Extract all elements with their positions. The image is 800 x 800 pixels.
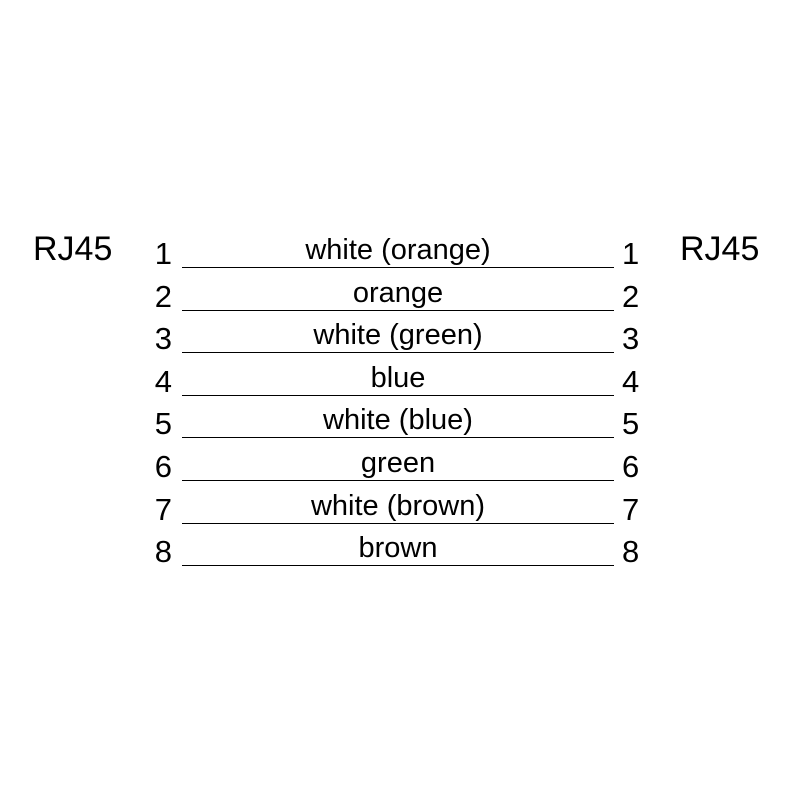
left-pin-number: 6 <box>154 449 172 484</box>
right-pin-number: 5 <box>622 406 640 442</box>
right-pin-number: 4 <box>622 363 640 399</box>
wire-line <box>182 480 614 481</box>
wire-color-label: white (brown) <box>310 489 486 522</box>
wire-color-label: white (blue) <box>323 404 473 437</box>
wire-line <box>182 522 614 524</box>
left-pin-number: 3 <box>154 321 172 357</box>
wire-color-label: green <box>360 447 436 479</box>
wire-color-label: blue <box>370 361 426 394</box>
left-connector-label: RJ45 <box>33 230 113 268</box>
right-pin-number: 2 <box>622 278 640 314</box>
right-connector-label: RJ45 <box>680 230 760 268</box>
left-pin-number: 7 <box>154 491 172 527</box>
right-pin-number: 1 <box>622 236 640 271</box>
wire-line <box>182 352 614 354</box>
wire-color-label: white (green) <box>313 319 483 352</box>
left-pin-number: 1 <box>154 236 172 271</box>
left-pin-number: 2 <box>154 278 172 314</box>
wire-color-label: white (orange) <box>305 234 491 266</box>
right-pin-number: 8 <box>622 534 640 570</box>
wire-line <box>182 309 614 311</box>
left-pin-number: 4 <box>154 363 172 399</box>
wire-line <box>182 394 614 396</box>
left-pin-number: 8 <box>154 534 172 570</box>
left-pin-number: 5 <box>154 406 172 442</box>
right-pin-number: 7 <box>622 491 640 527</box>
right-pin-number: 3 <box>622 321 640 357</box>
wire-line <box>182 267 614 268</box>
wire-line <box>182 437 614 439</box>
wire-color-label: brown <box>358 532 438 565</box>
right-pin-number: 6 <box>622 449 640 484</box>
wire-line <box>182 565 614 567</box>
wire-color-label: orange <box>352 276 444 309</box>
